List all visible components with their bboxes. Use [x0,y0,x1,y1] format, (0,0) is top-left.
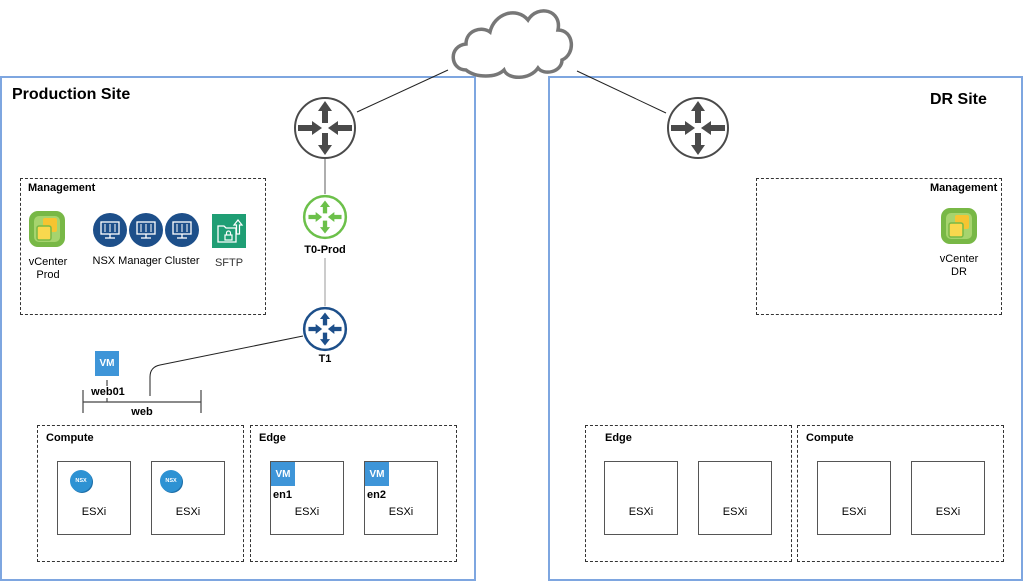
esxi-label: ESXi [388,506,414,518]
dr-site-title: DR Site [930,91,987,108]
esxi-host: VM en1 ESXi [270,461,344,535]
esxi-host: NSX ESXi [151,461,225,535]
esxi-host: ESXi [698,461,772,535]
vcenter-prod-line1: vCenter [28,256,68,268]
sftp-label: SFTP [214,257,244,269]
dr-compute-title: Compute [806,432,854,444]
vm-icon: VM [271,462,295,486]
prod-compute-group [37,425,244,562]
prod-edge-group [250,425,457,562]
en1-label: en1 [273,489,292,501]
nsx-badge-icon: NSX [70,470,92,492]
web-segment-label: web [131,406,153,418]
prod-management-title: Management [28,182,96,194]
esxi-host: ESXi [604,461,678,535]
esxi-host: VM en2 ESXi [364,461,438,535]
vcenter-icon [941,208,977,244]
en2-label: en2 [367,489,386,501]
vm-icon: VM [95,351,119,376]
link-cloud-prod-router [356,69,449,113]
dr-edge-group [585,425,792,562]
t0-router-label: T0-Prod [304,244,346,256]
dr-management-title: Management [930,182,998,194]
esxi-label: ESXi [628,506,654,518]
nsx-manager-icon [165,213,199,247]
dr-management-group [756,178,1002,315]
cloud-icon [451,9,573,79]
esxi-label: ESXi [935,506,961,518]
dr-edge-title: Edge [605,432,632,444]
vcenter-prod-line2: Prod [36,269,60,281]
esxi-label: ESXi [841,506,867,518]
t1-router-label: T1 [318,353,332,365]
router-icon [294,97,356,159]
sftp-icon [212,214,246,248]
nsx-manager-cluster [92,212,200,248]
vm-icon: VM [365,462,389,486]
esxi-host: ESXi [817,461,891,535]
esxi-label: ESXi [175,506,201,518]
dr-compute-group [797,425,1004,562]
router-icon [667,97,729,159]
prod-edge-title: Edge [259,432,286,444]
prod-management-group [20,178,266,315]
vcenter-prod-label: vCenter Prod [24,256,72,282]
t1-router-icon [302,306,348,352]
esxi-host: NSX ESXi [57,461,131,535]
esxi-host: ESXi [911,461,985,535]
nsx-manager-cluster-label: NSX Manager Cluster [92,255,200,267]
nsx-badge-icon: NSX [160,470,182,492]
t0-router-icon [302,194,348,240]
nsx-manager-icon [93,213,127,247]
esxi-label: ESXi [294,506,320,518]
nsx-manager-icon [129,213,163,247]
vcenter-dr-line2: DR [951,266,967,278]
vcenter-dr-line1: vCenter [939,253,979,265]
web01-label: web01 [87,386,129,398]
esxi-label: ESXi [81,506,107,518]
link-t1-web-segment [149,335,304,396]
vcenter-dr-label: vCenter DR [935,253,983,279]
production-site-title: Production Site [12,86,131,103]
vcenter-icon [29,211,65,247]
esxi-label: ESXi [722,506,748,518]
link-cloud-dr-router [576,70,667,114]
prod-compute-title: Compute [46,432,94,444]
